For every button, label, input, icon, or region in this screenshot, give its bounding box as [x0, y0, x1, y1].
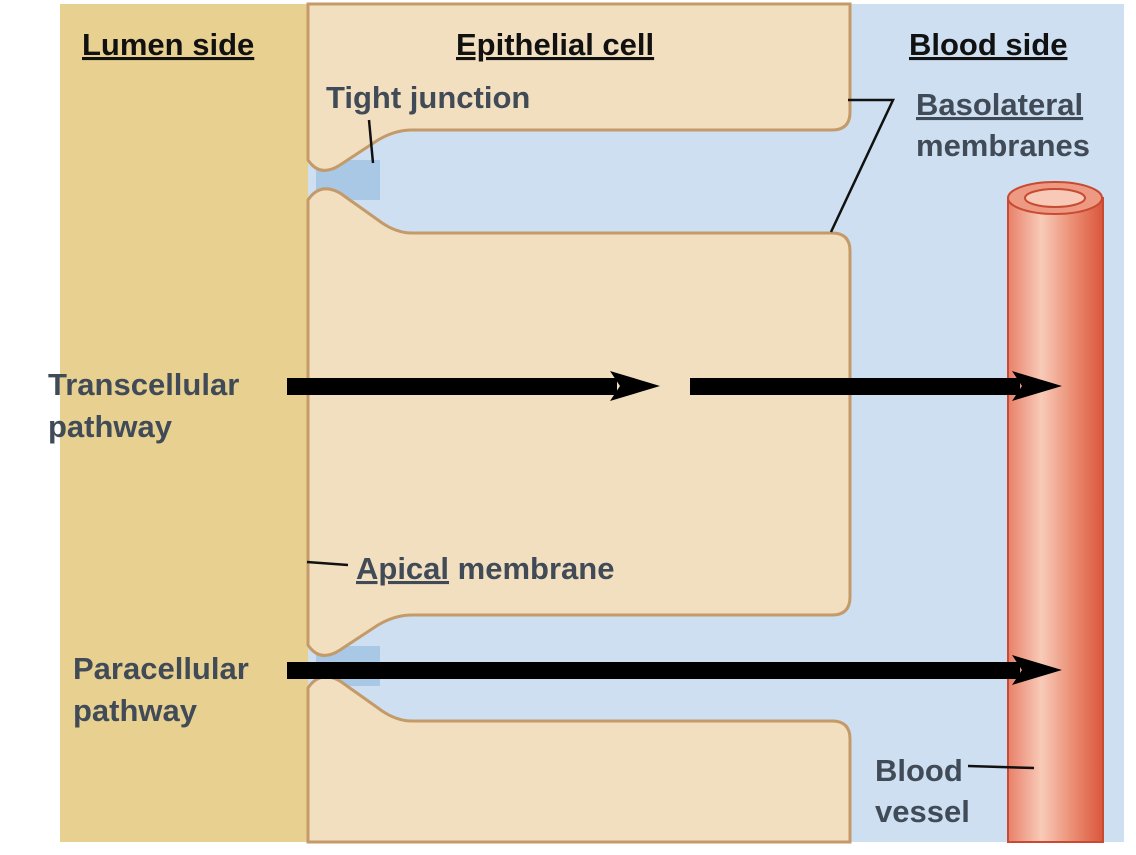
blood-vessel-label: Blood — [875, 753, 963, 788]
basolateral-leader — [829, 98, 895, 233]
paracellular-arrow — [287, 655, 1062, 685]
lumen-region — [60, 4, 308, 842]
membranes-label: membranes — [916, 128, 1090, 163]
transcellular-arrow — [287, 371, 1062, 401]
lumen-side-header: Lumen side — [82, 27, 254, 62]
basolateral-label: Basolateral — [916, 87, 1083, 122]
paracellular-label: Paracellular — [73, 651, 249, 686]
apical-membrane-label: Apical membrane — [356, 551, 614, 586]
vessel-label: vessel — [875, 794, 970, 829]
apical-word: Apical — [356, 551, 449, 586]
epithelial-cell-middle — [306, 187, 852, 657]
transcellular-pathway-label: pathway — [48, 409, 173, 444]
blood-side-header: Blood side — [909, 27, 1067, 62]
tight-junction-label: Tight junction — [326, 80, 530, 115]
epithelial-cell-header: Epithelial cell — [456, 27, 654, 62]
blood-vessel — [1007, 181, 1104, 843]
epithelial-cell-top — [306, 2, 852, 172]
blood-vessel-leader — [967, 764, 1035, 770]
tight-junction-leader — [367, 119, 375, 164]
transcellular-label: Transcellular — [48, 367, 239, 402]
paracellular-pathway-label: pathway — [73, 693, 198, 728]
membrane-word: membrane — [449, 551, 614, 586]
apical-leader — [306, 560, 349, 567]
